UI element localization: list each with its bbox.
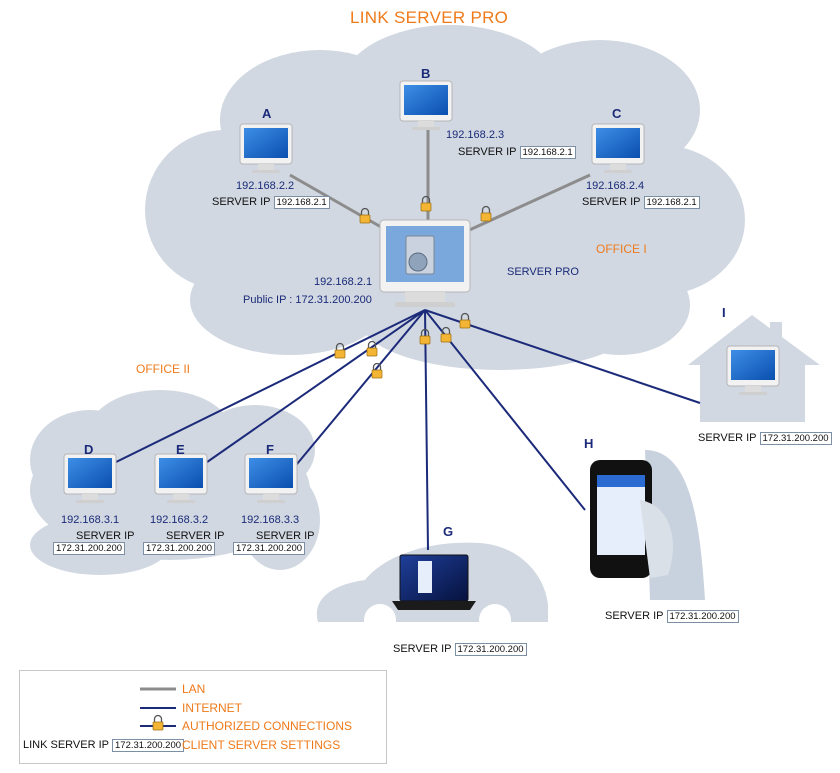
server-ip-label: SERVER IP xyxy=(698,432,757,444)
node-i-server-ip-value: 172.31.200.200 xyxy=(759,432,832,445)
node-c-letter: C xyxy=(612,106,622,121)
server-ip-label: SERVER IP xyxy=(212,196,271,208)
legend: LAN INTERNET AUTHORIZED CONNECTIONS LINK… xyxy=(19,670,387,764)
legend-internet-label: INTERNET xyxy=(182,701,242,715)
node-e-server-ip: 172.31.200.200 xyxy=(140,542,216,555)
diagram-title: LINK SERVER PRO xyxy=(350,8,509,27)
server-lan-ip: 192.168.2.1 xyxy=(314,276,373,288)
node-f-ip: 192.168.3.3 xyxy=(241,514,300,526)
node-d-server-ip-value: 172.31.200.200 xyxy=(53,542,126,555)
node-a-letter: A xyxy=(262,106,272,121)
node-h-server-ip-value: 172.31.200.200 xyxy=(666,610,739,623)
server-public-ip: Public IP : 172.31.200.200 xyxy=(243,294,372,306)
legend-link-server-ip-value: 172.31.200.200 xyxy=(112,739,185,752)
server-ip-label: SERVER IP xyxy=(582,196,641,208)
server-ip-label: SERVER IP xyxy=(605,610,664,622)
internet-lines xyxy=(109,309,701,551)
node-e-server-ip-label: SERVER IP xyxy=(166,530,225,542)
node-e-ip: 192.168.3.2 xyxy=(150,514,209,526)
node-a-ip: 192.168.2.2 xyxy=(236,180,295,192)
server-ip-label: SERVER IP xyxy=(458,146,517,158)
node-g-letter: G xyxy=(443,524,454,539)
node-c-server-ip-value: 192.168.2.1 xyxy=(643,196,700,209)
node-f-server-ip-label: SERVER IP xyxy=(256,530,315,542)
server-pro-label: SERVER PRO xyxy=(507,266,579,278)
node-d-server-ip-label: SERVER IP xyxy=(76,530,135,542)
office-1-cloud xyxy=(145,25,745,370)
laptop-g-icon xyxy=(392,554,476,610)
node-d-letter: D xyxy=(84,442,94,457)
node-e-letter: E xyxy=(176,442,185,457)
legend-lan-label: LAN xyxy=(182,682,206,696)
phone-in-hand-icon xyxy=(590,450,705,600)
legend-link-server-ip-label: LINK SERVER IP xyxy=(23,739,109,751)
legend-client-settings-label: CLIENT SERVER SETTINGS xyxy=(182,738,341,752)
legend-swatches xyxy=(140,687,176,731)
node-b-letter: B xyxy=(421,66,431,81)
node-e-server-ip-value: 172.31.200.200 xyxy=(143,542,216,555)
server-pro-monitor-icon xyxy=(379,219,471,307)
node-b-ip: 192.168.2.3 xyxy=(446,129,505,141)
legend-authorized-label: AUTHORIZED CONNECTIONS xyxy=(182,719,353,733)
node-i-letter: I xyxy=(722,305,726,320)
office-2-label: OFFICE II xyxy=(136,362,190,376)
node-f-server-ip: 172.31.200.200 xyxy=(230,542,306,555)
server-ip-label: SERVER IP xyxy=(393,643,452,655)
node-h-letter: H xyxy=(584,436,594,451)
node-a-server-ip-value: 192.168.2.1 xyxy=(273,196,330,209)
authorized-lock-icon xyxy=(152,714,164,731)
node-f-letter: F xyxy=(266,442,274,457)
node-f-server-ip-value: 172.31.200.200 xyxy=(233,542,306,555)
node-g-server-ip-value: 172.31.200.200 xyxy=(454,643,527,656)
node-c-ip: 192.168.2.4 xyxy=(586,180,645,192)
office-1-label: OFFICE I xyxy=(596,242,647,256)
node-b-server-ip-value: 192.168.2.1 xyxy=(519,146,576,159)
node-d-ip: 192.168.3.1 xyxy=(61,514,120,526)
node-d-server-ip: 172.31.200.200 xyxy=(50,542,126,555)
